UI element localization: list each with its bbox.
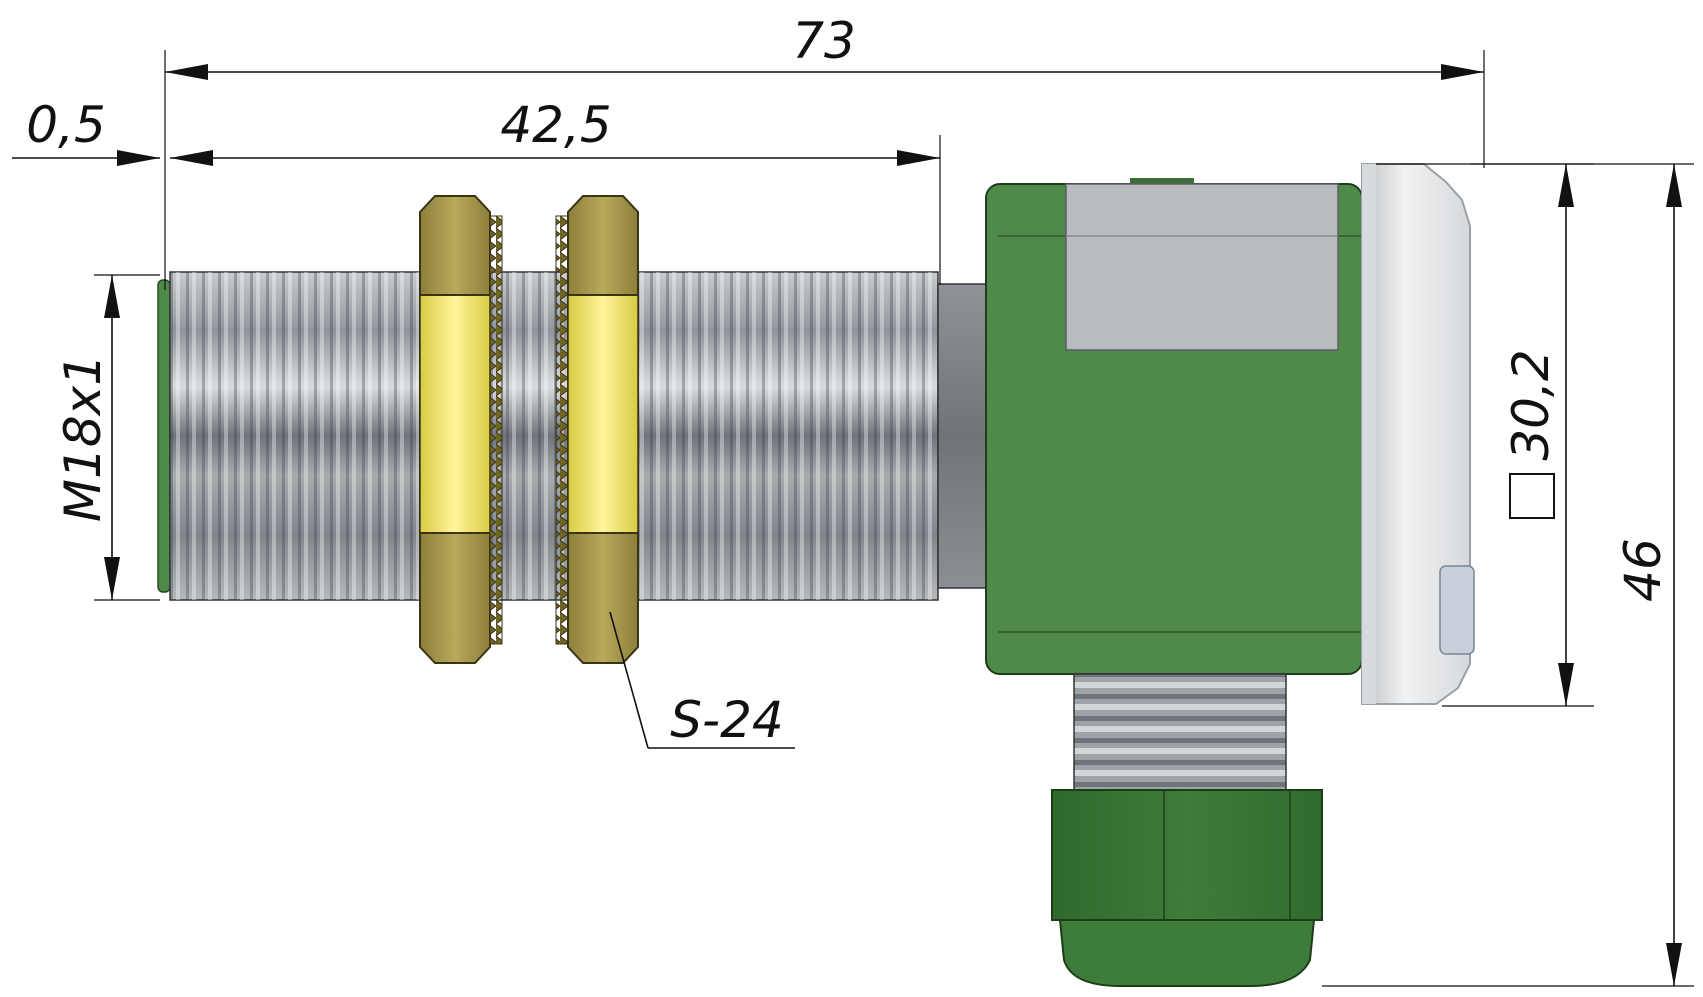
dim-42-5-label: 42,5 [500,96,611,154]
dim-46-label: 46 [1614,538,1672,602]
dimension-overall-length: 73 [164,12,1485,290]
end-cap [1361,163,1475,705]
dimension-housing-square: 30,2 [1376,163,1594,707]
dimension-overall-height: 46 [1322,163,1694,987]
dim-thread-label: M18x1 [54,354,112,522]
dim-30-2-label: 30,2 [1502,349,1560,460]
label-window [1065,183,1339,351]
lock-nut-1 [419,195,503,664]
dimension-thread: M18x1 [54,274,160,601]
dimension-nut-size: S-24 [609,611,795,749]
square-symbol-icon [1509,473,1555,519]
lock-nut-2 [555,195,639,664]
dim-73-label: 73 [792,12,856,70]
threaded-body [157,271,987,601]
dimension-body-length: 42,5 [170,96,941,285]
dim-s24-label: S-24 [670,691,783,749]
cable-gland [1051,673,1323,987]
dimension-tip-offset: 0,5 [12,96,160,166]
housing [985,178,1363,675]
dim-0-5-label: 0,5 [26,96,106,154]
connector-latch [1439,565,1475,655]
